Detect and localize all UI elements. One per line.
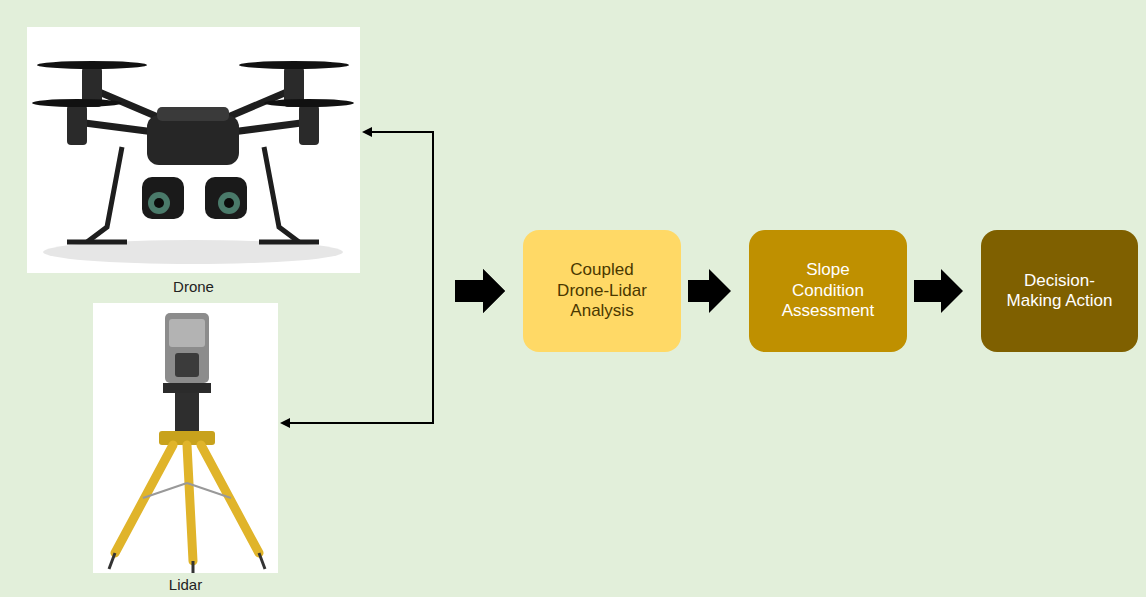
photo-caption: Lidar <box>93 576 278 593</box>
box-label: Coupled Drone-Lidar Analysis <box>548 260 656 321</box>
arrowhead <box>362 127 372 137</box>
block-arrow <box>688 269 731 313</box>
flow-arrow <box>914 269 963 313</box>
process-box: Slope Condition Assessment <box>749 230 907 352</box>
block-arrow <box>914 269 963 313</box>
equipment-photo: Drone <box>27 27 360 295</box>
photo-caption: Drone <box>27 278 360 295</box>
flow-arrow <box>455 269 505 313</box>
box-label: Decision-Making Action <box>1006 271 1114 312</box>
process-box: Coupled Drone-Lidar Analysis <box>523 230 681 352</box>
box-label: Slope Condition Assessment <box>774 260 882 321</box>
block-arrow <box>455 269 505 313</box>
arrowhead <box>280 418 290 428</box>
flow-arrow <box>455 269 505 313</box>
block-arrow <box>455 269 505 313</box>
flow-arrow <box>688 269 731 313</box>
drone-illustration <box>27 27 360 273</box>
lidar-illustration <box>93 303 278 573</box>
equipment-photo: Lidar <box>93 303 278 593</box>
process-box: Decision-Making Action <box>981 230 1138 352</box>
